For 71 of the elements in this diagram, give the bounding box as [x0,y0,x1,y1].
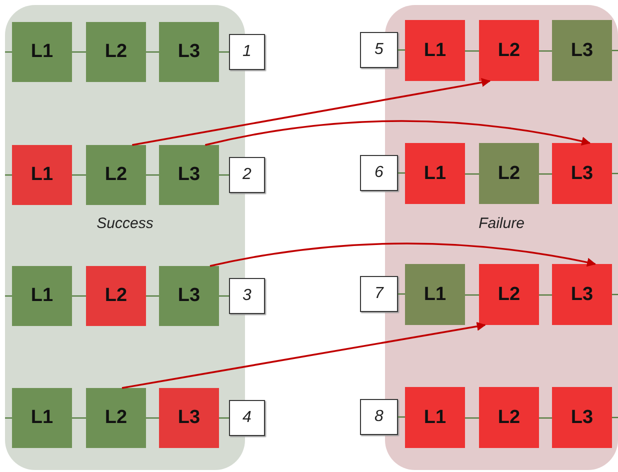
connector-line [539,417,552,419]
connector-line [146,417,159,419]
connector-line [219,174,229,176]
connector-line [5,174,12,176]
level-square: L3 [552,20,612,81]
connector-line [539,294,552,296]
connector-line [539,173,552,175]
connector-line [5,51,12,53]
level-square: L2 [479,387,539,448]
connector-line [465,294,479,296]
level-square: L1 [405,20,465,81]
level-square: L1 [12,22,72,82]
arrow [205,120,591,146]
connector-line [398,49,405,51]
connector-line [398,293,405,295]
row-number-box: 5 [360,32,398,68]
panel-heading: Success [96,215,154,232]
level-square: L1 [405,264,465,325]
level-square: L1 [12,266,72,326]
arrow [122,322,486,389]
row-number-box: 3 [229,278,265,314]
level-square: L1 [12,388,72,448]
level-square: L1 [12,145,72,205]
panel-heading: Failure [478,215,526,232]
connector-line [219,295,229,297]
arrow [132,78,491,146]
connector-line [465,50,479,52]
connector-line [146,51,159,53]
level-square: L3 [159,388,219,448]
connector-line [219,51,229,53]
connector-line [72,51,86,53]
connector-line [146,174,159,176]
level-square: L3 [552,264,612,325]
level-square: L2 [479,264,539,325]
row-number-box: 2 [229,157,265,193]
level-square: L3 [159,22,219,82]
row-number-box: 6 [360,155,398,191]
connector-line [146,295,159,297]
arrow [210,242,596,267]
connector-line [612,50,618,52]
connector-line [219,417,229,419]
connector-line [612,294,618,296]
level-square: L2 [479,20,539,81]
connector-line [5,295,12,297]
row-number-box: 1 [229,34,265,70]
level-square: L1 [405,143,465,204]
level-square: L3 [159,266,219,326]
level-square: L2 [86,388,146,448]
connector-line [72,174,86,176]
connector-line [72,417,86,419]
level-square: L1 [405,387,465,448]
row-number-box: 7 [360,276,398,312]
connector-line [398,416,405,418]
level-square: L3 [552,387,612,448]
connector-line [539,50,552,52]
connector-line [72,295,86,297]
level-square: L2 [86,22,146,82]
connector-line [612,172,618,174]
connector-line [465,417,479,419]
level-square: L3 [552,143,612,204]
row-number-box: 4 [229,400,265,436]
group-panel [385,5,618,470]
level-square: L2 [86,266,146,326]
connector-line [465,173,479,175]
connector-line [398,172,405,174]
row-number-box: 8 [360,399,398,435]
level-square: L2 [479,143,539,204]
connector-line [5,417,12,419]
connector-line [612,416,618,418]
level-square: L3 [159,145,219,205]
level-square: L2 [86,145,146,205]
